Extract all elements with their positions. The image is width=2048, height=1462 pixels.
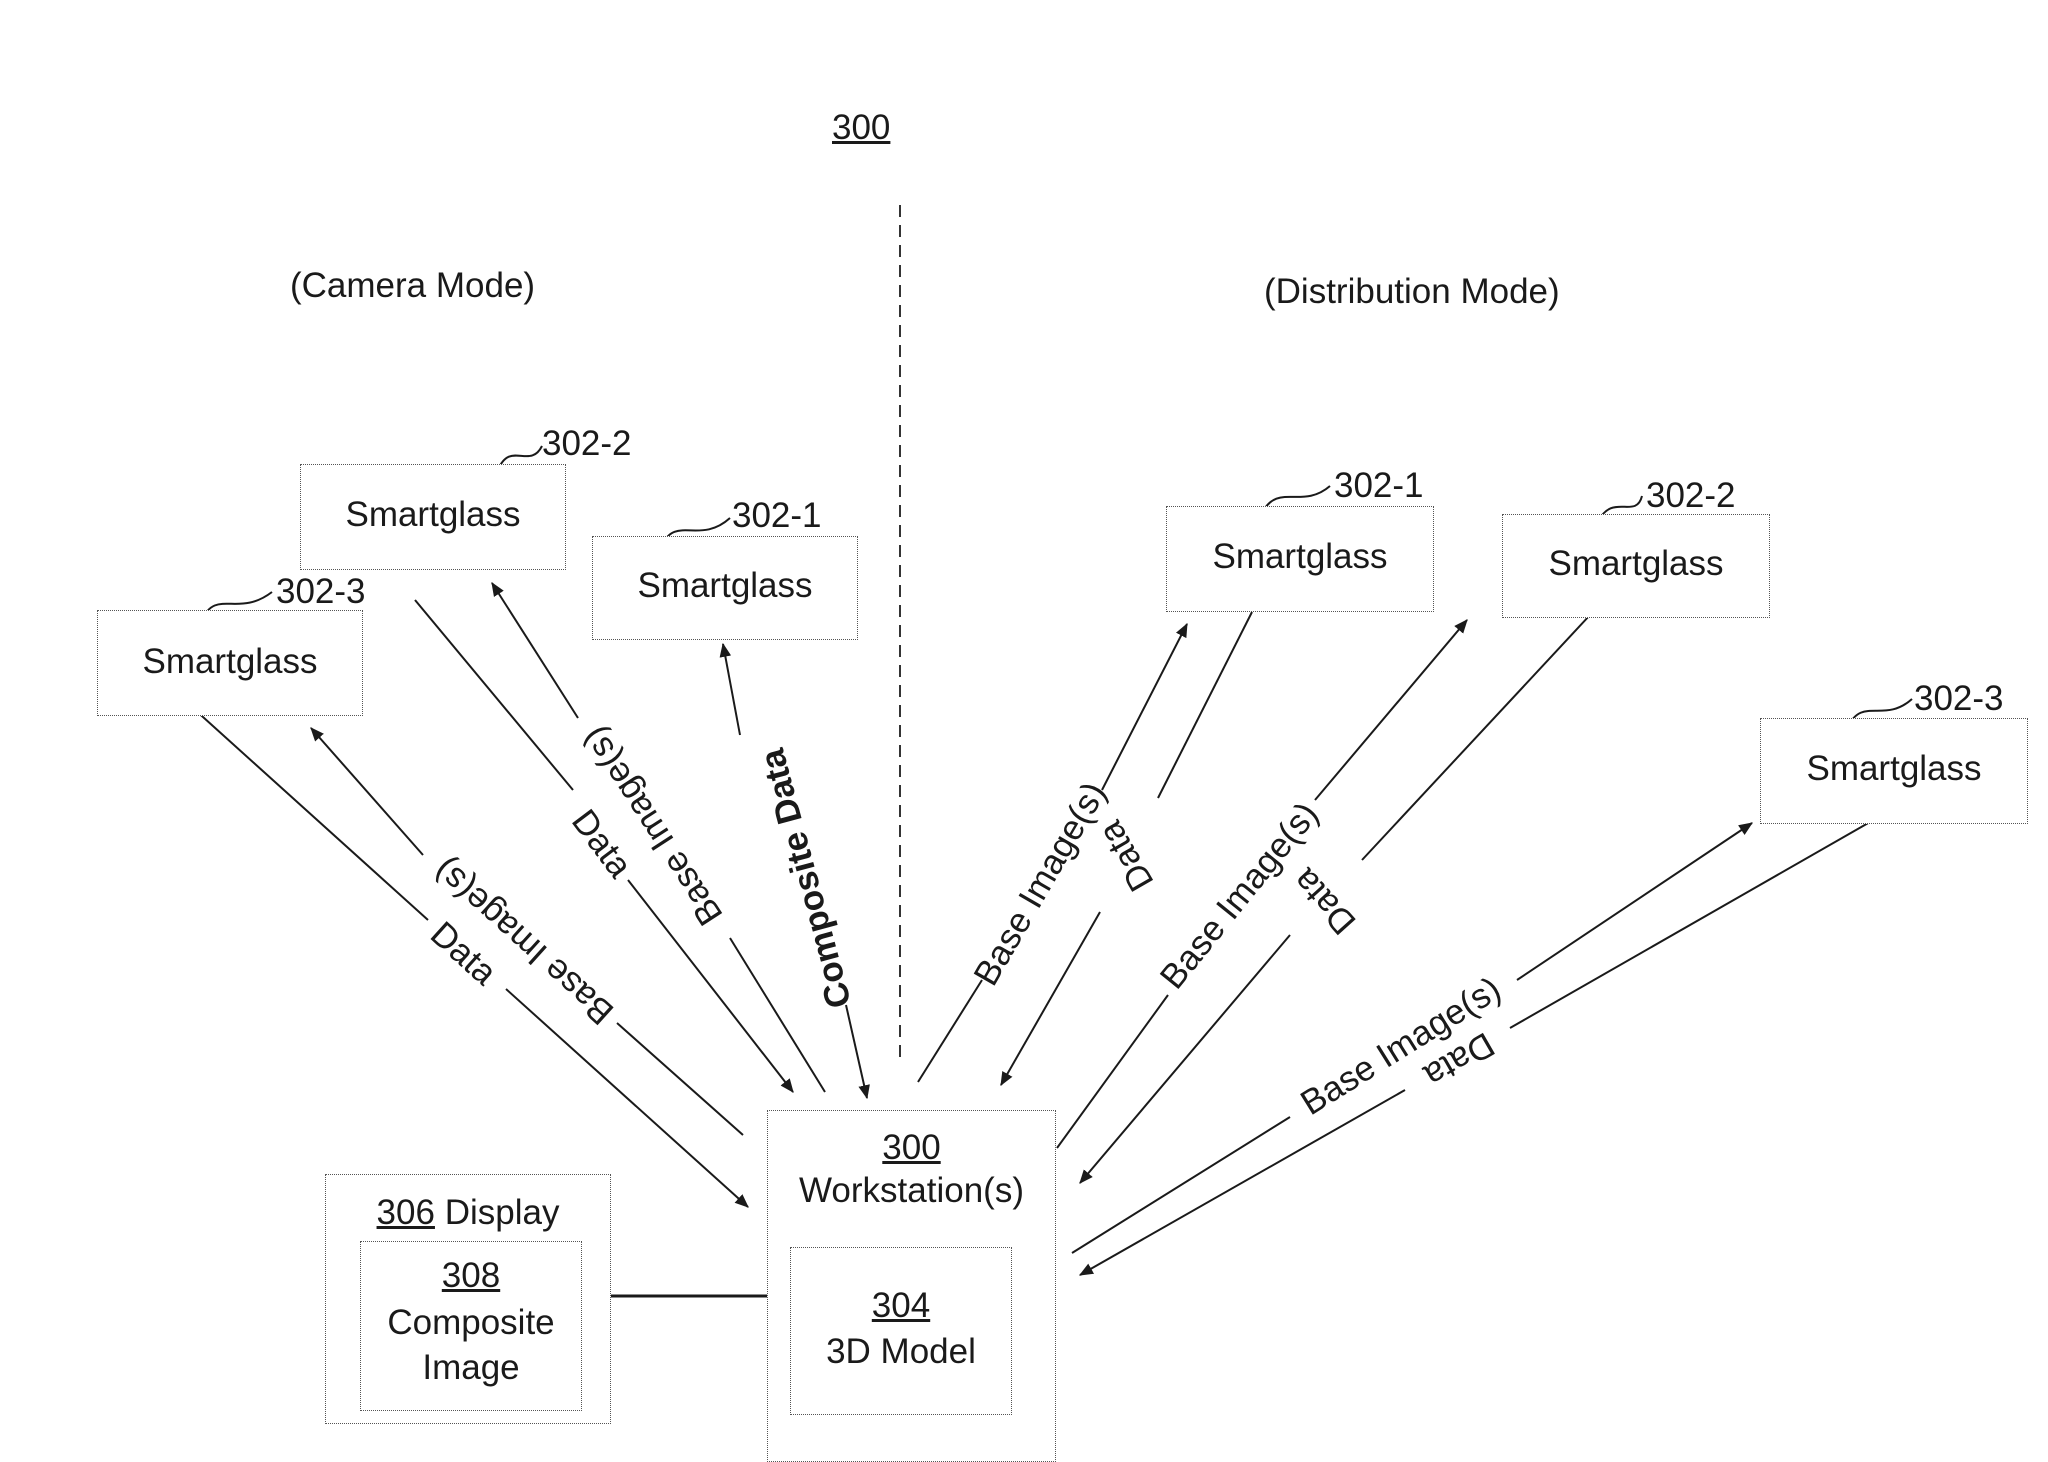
leader-cam-302-2 — [497, 445, 543, 471]
arrow-dist-2-base — [1314, 619, 1468, 801]
arrow-cam-3-data — [505, 988, 749, 1208]
workstation-ref: 300 — [882, 1128, 941, 1167]
composite-image-line2: Image — [422, 1348, 520, 1387]
display-box[interactable]: 306 Display 308 Composite Image — [325, 1174, 611, 1424]
composite-image-ref: 308 — [441, 1256, 501, 1295]
composite-image-line1: Composite — [387, 1303, 555, 1342]
link-cam-1-composite-lower — [845, 1004, 870, 1100]
model-box[interactable]: 304 3D Model — [790, 1247, 1012, 1415]
display-ref: 306 — [376, 1193, 435, 1232]
camera-mode-heading: (Camera Mode) — [290, 266, 536, 305]
smartglass-cam-302-2[interactable]: Smartglass — [300, 464, 566, 570]
smartglass-label: Smartglass — [637, 566, 813, 605]
link-dist-3-data — [1509, 821, 1871, 1029]
display-title: 306 Display — [326, 1193, 610, 1233]
link-cam-3-data — [192, 707, 429, 921]
distribution-mode-heading: (Distribution Mode) — [1264, 272, 1560, 311]
ref-cam-302-1: 302-1 — [732, 496, 822, 535]
ref-dist-302-3: 302-3 — [1914, 679, 2004, 718]
link-dist-2-data — [1361, 614, 1591, 861]
smartglass-cam-302-3[interactable]: Smartglass — [97, 610, 363, 716]
ref-cam-302-2: 302-2 — [542, 424, 632, 463]
smartglass-label: Smartglass — [142, 642, 318, 681]
composite-image-box[interactable]: 308 Composite Image — [360, 1241, 582, 1411]
workstation-box[interactable]: 300 Workstation(s) 304 3D Model — [767, 1110, 1056, 1462]
arrow-dist-3-data — [1078, 1089, 1406, 1276]
link-cam-1-composite-label: Composite Data — [752, 744, 859, 1012]
link-dist-2-base — [1056, 994, 1169, 1149]
arrow-dist-1-base — [1101, 622, 1188, 791]
smartglass-label: Smartglass — [345, 495, 521, 534]
smartglass-label: Smartglass — [1212, 537, 1388, 576]
smartglass-dist-302-1[interactable]: Smartglass — [1166, 506, 1434, 612]
display-label: Display — [444, 1193, 560, 1232]
smartglass-cam-302-1[interactable]: Smartglass — [592, 536, 858, 640]
smartglass-label: Smartglass — [1548, 544, 1724, 583]
link-dist-1-data-label: Data — [1090, 814, 1161, 898]
link-cam-1-composite — [719, 642, 741, 736]
leader-dist-302-1 — [1261, 485, 1331, 514]
ref-dist-302-2: 302-2 — [1646, 476, 1736, 515]
ref-dist-302-1: 302-1 — [1334, 466, 1424, 505]
arrow-dist-1-data — [1000, 911, 1101, 1087]
link-dist-1-base-label: Base Image(s) — [966, 776, 1114, 993]
link-cam-2-data — [414, 599, 574, 791]
ref-cam-302-3: 302-3 — [276, 572, 366, 611]
workstation-label: Workstation(s) — [799, 1171, 1024, 1210]
model-label: 3D Model — [826, 1332, 976, 1371]
smartglass-dist-302-2[interactable]: Smartglass — [1502, 514, 1770, 618]
smartglass-dist-302-3[interactable]: Smartglass — [1760, 718, 2028, 824]
arrow-cam-2-base — [491, 582, 579, 719]
link-cam-2-base — [729, 937, 826, 1093]
model-ref: 304 — [871, 1286, 931, 1325]
arrow-cam-2-data — [627, 879, 794, 1093]
link-dist-1-base — [917, 979, 983, 1083]
link-dist-1-data — [1157, 611, 1253, 799]
link-dist-3-base — [1071, 1116, 1291, 1254]
smartglass-label: Smartglass — [1806, 749, 1982, 788]
figure-number: 300 — [832, 108, 891, 147]
arrow-cam-3-base — [310, 727, 424, 856]
arrow-dist-3-base — [1516, 822, 1753, 981]
link-dist-2-data-label: Data — [1285, 861, 1364, 942]
arrow-dist-2-data — [1079, 934, 1291, 1184]
link-cam-3-base — [616, 1022, 744, 1136]
